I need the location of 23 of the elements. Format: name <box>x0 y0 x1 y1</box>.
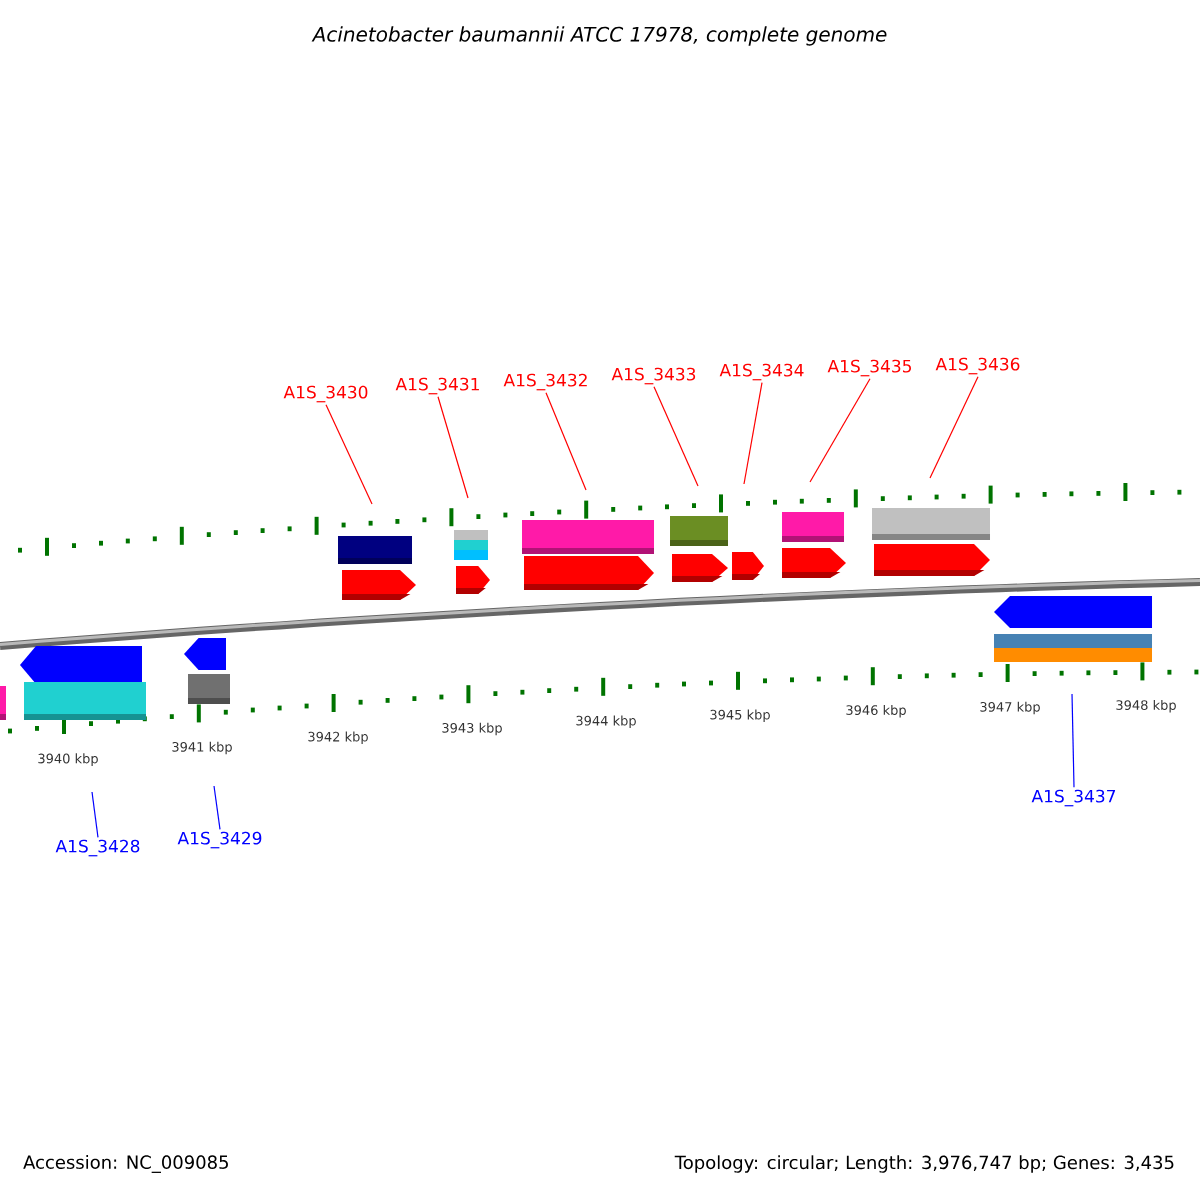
gene-label: A1S_3433 <box>611 367 696 385</box>
title: Acinetobacter baumannii ATCC 17978, complete genome <box>311 26 887 46</box>
leader-line <box>653 386 699 487</box>
leader-line <box>91 791 99 838</box>
gene-label: A1S_3428 <box>55 839 140 857</box>
gene-label: A1S_3436 <box>935 357 1020 375</box>
gene-label: A1S_3429 <box>177 831 262 849</box>
leader-line <box>437 396 469 499</box>
gene-label: A1S_3437 <box>1031 789 1116 807</box>
leader-line <box>1071 693 1075 788</box>
leader-line <box>545 392 587 491</box>
gene-label: A1S_3431 <box>395 377 479 395</box>
leader-line <box>743 382 763 485</box>
gene-label: A1S_3430 <box>283 385 368 403</box>
leader-line <box>929 376 979 479</box>
genome-info-text: Topology: circular; Length: 3,976,747 bp; Genes: 3,435 <box>674 1155 1174 1173</box>
gene-label: A1S_3435 <box>827 359 911 377</box>
leader-line <box>213 785 221 830</box>
gene-label: A1S_3434 <box>719 363 804 381</box>
accession-text: Accession: NC_009085 <box>23 1155 228 1173</box>
gene-label: A1S_3432 <box>503 373 587 391</box>
leader-line <box>325 404 373 505</box>
leader-line <box>809 378 871 483</box>
